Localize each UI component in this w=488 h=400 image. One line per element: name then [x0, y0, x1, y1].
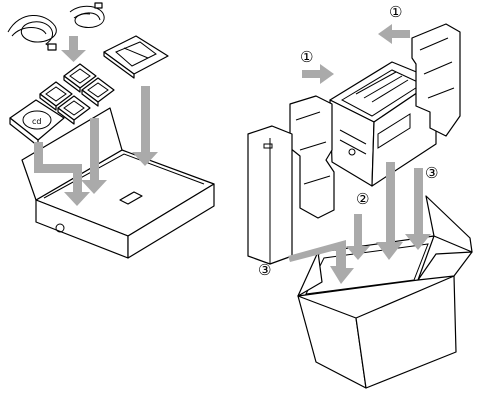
paper-tray-box-icon	[248, 126, 292, 264]
step-label: ①	[300, 48, 313, 66]
accessory-box-icon	[22, 108, 214, 258]
documents-icon	[104, 36, 168, 78]
foam-endcap-icon	[290, 96, 334, 218]
right-arrow-icon	[302, 64, 334, 84]
cable-icon	[70, 3, 104, 28]
cable-icon	[8, 15, 56, 50]
step-label: ①	[389, 3, 402, 21]
printer-packing-group: ① ① ② ③ ③	[248, 3, 472, 388]
down-arrow-icon	[132, 86, 158, 166]
shipping-box-icon	[298, 196, 472, 388]
down-arrow-icon	[61, 36, 86, 62]
svg-text:cd: cd	[32, 117, 41, 126]
left-arrow-icon	[378, 24, 410, 44]
step-label: ③	[425, 164, 438, 182]
step-label: ②	[356, 190, 369, 208]
accessory-packing-group: cd	[8, 3, 214, 258]
